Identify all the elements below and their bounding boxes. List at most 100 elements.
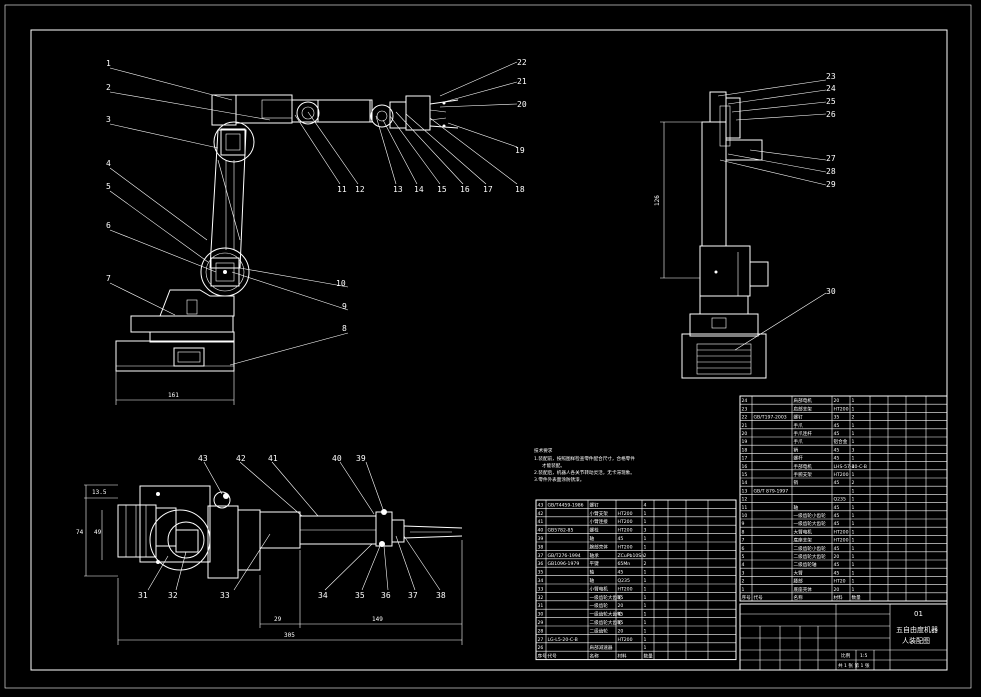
balloon-33: 33 — [220, 591, 230, 600]
bom-right-cell-no: 3 — [742, 570, 745, 576]
bom-right-cell-name: 手腕支架 — [794, 471, 813, 478]
dim-front-base: 161 — [168, 392, 179, 399]
bom-right-cell-mat: HT20 — [834, 579, 846, 585]
balloon-11: 11 — [337, 185, 347, 194]
bom-right-cell-qty: 1 — [852, 488, 855, 494]
dim-top-h1: 13.5 — [92, 489, 107, 496]
balloon-9: 9 — [342, 302, 347, 311]
balloon-7: 7 — [106, 274, 111, 283]
bom-left-header-name: 名称 — [590, 653, 600, 660]
bom-right-cell-name: 手爪 — [794, 438, 804, 445]
dim-top-total: 305 — [284, 632, 295, 639]
front-view: 161 — [115, 94, 459, 405]
side-view: 126 — [654, 91, 769, 379]
bom-left-cell-mat: HT200 — [618, 519, 633, 525]
balloon-3: 3 — [106, 115, 111, 124]
bom-right-cell-qty: 1 — [852, 406, 855, 412]
balloon-23: 23 — [826, 72, 836, 81]
bom-left-cell-mat: ZCuPb10Sn — [618, 553, 645, 559]
balloon-16: 16 — [460, 185, 470, 194]
balloon-34: 34 — [318, 591, 328, 600]
bom-right-cell-name: 一级齿轮小齿轮 — [794, 512, 827, 519]
bom-right-cell-mat: LHS-57-40-C-B — [834, 464, 867, 470]
balloon-35: 35 — [355, 591, 365, 600]
balloon-8: 8 — [342, 324, 347, 333]
bom-left-cell-code: GB1096-1979 — [548, 561, 580, 567]
bom-right-cell-qty: 1 — [852, 538, 855, 544]
balloon-39: 39 — [356, 454, 366, 463]
bom-left-cell-no: 34 — [538, 578, 544, 584]
balloon-37: 37 — [408, 591, 418, 600]
bom-left-cell-qty: 1 — [644, 612, 647, 618]
bom-right-cell-qty: 1 — [852, 579, 855, 585]
bom-right-cell-code: GB/T197-2003 — [754, 415, 787, 421]
bom-left-cell-qty: 1 — [644, 519, 647, 525]
bom-left-cell-no: 37 — [538, 553, 544, 559]
bom-left-cell-qty: 2 — [644, 553, 647, 559]
bom-left-cell-no: 38 — [538, 544, 544, 550]
bom-left-cell-mat: 45 — [618, 536, 624, 542]
bom-right-cell-no: 22 — [742, 415, 748, 421]
balloon-24: 24 — [826, 84, 836, 93]
bom-left-cell-mat: 45 — [618, 595, 624, 601]
bom-right-cell-no: 11 — [742, 505, 748, 511]
bom-right-cell-name: 大臂 — [794, 569, 804, 576]
bom-right-cell-mat: 45 — [834, 505, 840, 511]
balloon-30: 30 — [826, 287, 836, 296]
bom-right-cell-no: 14 — [742, 480, 748, 486]
bom-right-cell-mat: 铝合金 — [834, 438, 848, 445]
bom-right-cell-qty: 1 — [852, 521, 855, 527]
scale-label: 比例 — [841, 652, 851, 659]
balloon-31: 31 — [138, 591, 148, 600]
bom-left-cell-code: GB5782-85 — [548, 528, 574, 534]
bom-left-cell-mat: 45 — [618, 570, 624, 576]
balloon-41: 41 — [268, 454, 278, 463]
bom-left-cell-name: 一级齿轮 — [590, 602, 609, 609]
bom-right-cell-no: 16 — [742, 464, 748, 470]
balloon-4: 4 — [106, 159, 111, 168]
bom-right-cell-mat: 45 — [834, 447, 840, 453]
bom-right-cell-no: 4 — [742, 562, 745, 568]
bom-right-cell-name: 大臂电机 — [794, 528, 813, 535]
bom-left-cell-mat: 45 — [618, 612, 624, 618]
bom-right-cell-qty: 1 — [852, 497, 855, 503]
balloon-38: 38 — [436, 591, 446, 600]
bom-right-cell-name: 手部电机 — [794, 463, 813, 470]
bom-right-cell-qty: 1 — [852, 423, 855, 429]
balloon-43: 43 — [198, 454, 208, 463]
front-balloons: 1 2 3 4 5 6 7 8 9 10 11 12 13 14 15 16 1… — [106, 58, 527, 366]
balloon-12: 12 — [355, 185, 365, 194]
bom-right-cell-name: 螺杆 — [794, 455, 804, 462]
bom-right-cell-mat: 45 — [834, 570, 840, 576]
bom-right-cell-name: 腰部 — [794, 578, 804, 585]
bom-left-cell-no: 43 — [538, 502, 544, 508]
drawing-number: 01 — [914, 610, 923, 618]
bom-left-cell-name: 一级齿轮大齿轮 — [590, 611, 623, 618]
bom-right-cell-qty: 2 — [852, 415, 855, 421]
bom-right-cell-mat: 45 — [834, 521, 840, 527]
bom-left-cell-qty: 4 — [644, 502, 647, 508]
top-balloons: 31 32 33 34 35 36 37 38 39 40 41 42 43 — [138, 454, 446, 600]
bom-right-cell-name: 底座支架 — [794, 537, 813, 544]
balloon-40: 40 — [332, 454, 342, 463]
bom-left-cell-mat: HT200 — [618, 528, 633, 534]
balloon-21: 21 — [517, 77, 527, 86]
balloon-14: 14 — [414, 185, 424, 194]
bom-right-cell-no: 23 — [742, 406, 748, 412]
bom-right-cell-qty: 1 — [852, 439, 855, 445]
bom-left-cell-qty: 1 — [644, 628, 647, 634]
bom-left-cell-name: 轴 — [590, 569, 595, 576]
balloon-22: 22 — [517, 58, 527, 67]
balloon-6: 6 — [106, 221, 111, 230]
bom-left-cell-name: 螺钉 — [590, 501, 600, 508]
bom-left-cell-no: 35 — [538, 570, 544, 576]
bom-left-cell-qty: 3 — [644, 528, 647, 534]
bom-left-cell-qty: 1 — [644, 544, 647, 550]
bom-right-cell-qty: 1 — [852, 513, 855, 519]
bom-left-cell-mat: 20 — [618, 628, 624, 634]
bom-right-cell-qty: 1 — [852, 456, 855, 462]
balloon-18: 18 — [515, 185, 525, 194]
balloon-42: 42 — [236, 454, 246, 463]
bom-left-cell-qty: 1 — [644, 578, 647, 584]
